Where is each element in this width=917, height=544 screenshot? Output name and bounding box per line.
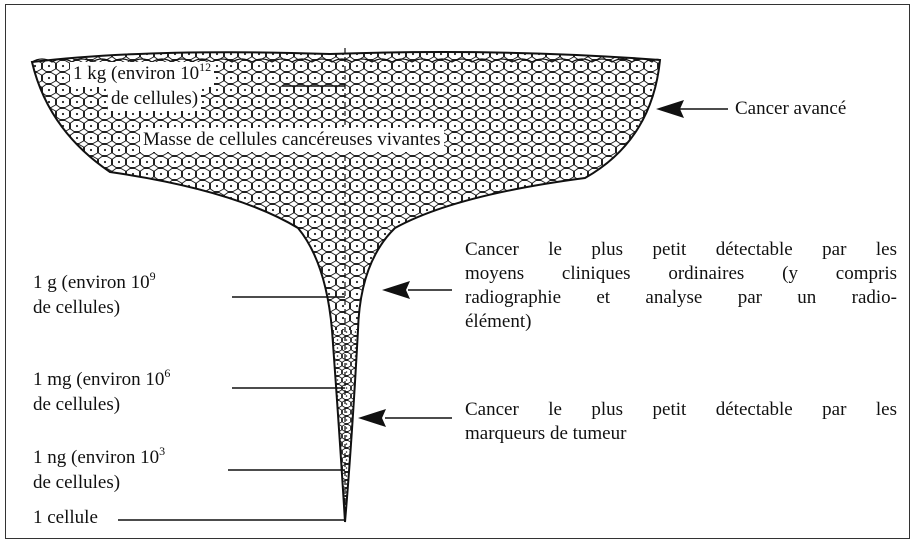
clinical-line-2: moyens cliniques ordinaires (y compris: [465, 262, 897, 286]
label-1g-text: 1 g (environ 10: [33, 272, 150, 293]
label-1ng-text: 1 ng (environ 10: [33, 447, 159, 468]
arrow-marker-icon: [358, 409, 452, 427]
label-1kg-text: 1 kg (environ 10: [73, 63, 199, 84]
label-1g-exponent: 9: [150, 269, 156, 283]
label-1mg-exponent: 6: [164, 366, 170, 380]
marker-line-2: marqueurs de tumeur: [465, 422, 897, 446]
label-1ng-cells: de cellules): [33, 471, 165, 495]
arrow-clinical-icon: [382, 281, 452, 299]
label-1kg: 1 kg (environ 1012: [70, 62, 214, 87]
label-1ng: 1 ng (environ 103 de cellules): [33, 446, 165, 495]
label-1mg: 1 mg (environ 106 de cellules): [33, 368, 170, 417]
label-1mg-text: 1 mg (environ 10: [33, 369, 164, 390]
clinical-line-1: Cancer le plus petit détectable par les: [465, 238, 897, 262]
label-1-cell: 1 cellule: [33, 506, 98, 530]
label-clinical-detection: Cancer le plus petit détectable par les …: [465, 238, 897, 334]
label-1g-cells: de cellules): [33, 296, 156, 320]
label-marker-detection: Cancer le plus petit détectable par les …: [465, 398, 897, 446]
label-advanced-cancer: Cancer avancé: [735, 97, 846, 121]
label-1g: 1 g (environ 109 de cellules): [33, 271, 156, 320]
label-1ng-exponent: 3: [159, 444, 165, 458]
clinical-line-4: élément): [465, 310, 897, 334]
arrow-advanced-icon: [656, 100, 728, 118]
mass-label: Masse de cellules cancéreuses vivantes: [140, 128, 444, 152]
label-1mg-cells: de cellules): [33, 393, 170, 417]
marker-line-1: Cancer le plus petit détectable par les: [465, 398, 897, 422]
label-1kg-cells: de cellules): [108, 87, 201, 111]
label-1kg-exponent: 12: [199, 60, 211, 74]
clinical-line-3: radiographie et analyse par un radio-: [465, 286, 897, 310]
